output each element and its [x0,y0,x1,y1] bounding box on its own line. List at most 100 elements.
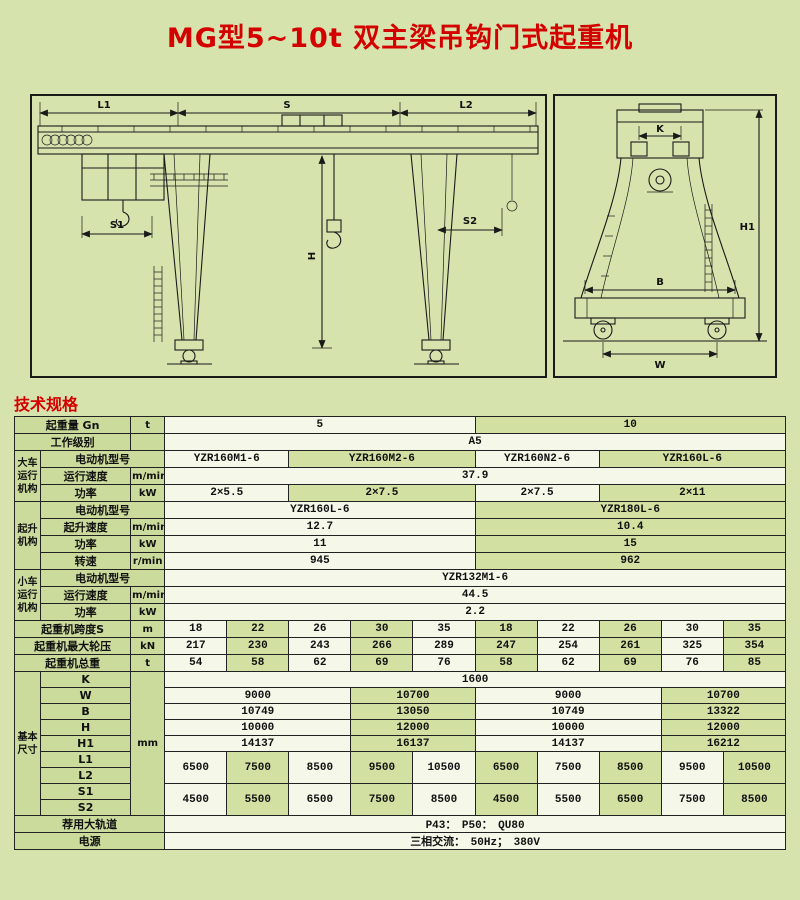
table-cell: 62 [536,654,600,672]
table-cell: 起升速度 [40,518,132,536]
dim-label-b: B [656,277,664,288]
table-cell: 16212 [660,735,787,752]
table-cell: 69 [598,654,662,672]
table-cell: m [130,620,166,638]
table-cell: 7500 [226,751,290,784]
table-cell: 247 [474,637,538,655]
table-cell: 10 [474,416,786,434]
table-row: L2 [15,767,786,784]
table-cell: m/min [130,586,166,604]
table-cell: 16137 [350,735,476,752]
dim-label-l2: L2 [459,100,472,111]
table-cell: 30 [350,620,414,638]
table-cell: 转速 [40,552,132,570]
table-cell: 266 [350,637,414,655]
table-cell: YZR160L-6 [598,450,787,468]
table-cell: 6500 [598,783,662,816]
table-cell: 12.7 [164,518,476,536]
table-cell: 10500 [412,751,476,784]
table-cell: 14137 [474,735,662,752]
table-cell: 4500 [164,783,228,816]
table-cell: 7500 [536,751,600,784]
table-cell: 10749 [474,703,662,720]
table-cell: kW [130,535,166,553]
table-cell: 荐用大轨道 [13,815,166,833]
table-cell: 8500 [722,783,787,816]
table-cell: 基本尺寸 [13,671,42,816]
girder-hatch-marks [61,126,531,132]
left-leg [163,153,211,341]
table-cell: 945 [164,552,476,570]
table-cell: P43： P50： QU80 [164,815,786,833]
table-cell: 电动机型号 [40,501,166,519]
table-cell: 76 [412,654,476,672]
front-view-box: L1 S L2 [30,94,547,378]
table-cell: 230 [226,637,290,655]
table-cell: 22 [536,620,600,638]
table-cell: 11 [164,535,476,553]
table-cell: 2×7.5 [288,484,476,502]
table-cell: 254 [536,637,600,655]
side-ladder [601,204,713,292]
front-view-drawing: L1 S L2 [37,100,539,365]
table-cell: H [40,719,132,736]
top-structure [616,103,704,159]
table-cell: 69 [350,654,414,672]
dim-label-w: W [654,360,665,371]
table-cell: 5500 [536,783,600,816]
table-cell: 243 [288,637,352,655]
table-cell: 26 [288,620,352,638]
table-cell: 13322 [660,703,787,720]
table-cell: YZR160L-6 [164,501,476,519]
table-cell: 小车运行机构 [13,569,42,621]
table-cell: S1 [40,783,132,800]
table-cell: B [40,703,132,720]
dim-label-l1: L1 [97,100,110,111]
table-cell: 5500 [226,783,290,816]
table-cell: YZR180L-6 [474,501,786,519]
table-cell: 9000 [474,687,662,704]
platform-railing [150,173,228,187]
table-cell: 12000 [350,719,476,736]
bottom-beam [563,297,767,342]
table-cell: 44.5 [164,586,786,604]
table-cell: 8500 [288,751,352,784]
left-wheel [167,339,212,365]
table-cell: 54 [164,654,228,672]
table-cell: 2×7.5 [474,484,600,502]
ladder [153,266,163,342]
table-cell: 10500 [722,751,787,784]
section-heading: 技术规格 [14,395,79,414]
table-cell: H1 [40,735,132,752]
table-cell: 35 [722,620,787,638]
table-cell: 5 [164,416,476,434]
table-cell: 37.9 [164,467,786,485]
table-cell: 6500 [164,751,228,784]
dim-label-h: H [307,252,318,260]
table-cell: 6500 [288,783,352,816]
table-cell: 30 [660,620,724,638]
table-cell: 76 [660,654,724,672]
table-cell: t [130,416,166,434]
table-cell: 电源 [13,832,166,850]
table-cell: L1 [40,751,132,768]
table-cell: r/min [130,552,166,570]
right-leg [410,153,458,341]
page-title: MG型5~10t 双主梁吊钩门式起重机 [166,23,634,54]
table-cell: 7500 [350,783,414,816]
table-cell: L2 [40,767,132,784]
table-cell: YZR160M2-6 [288,450,476,468]
